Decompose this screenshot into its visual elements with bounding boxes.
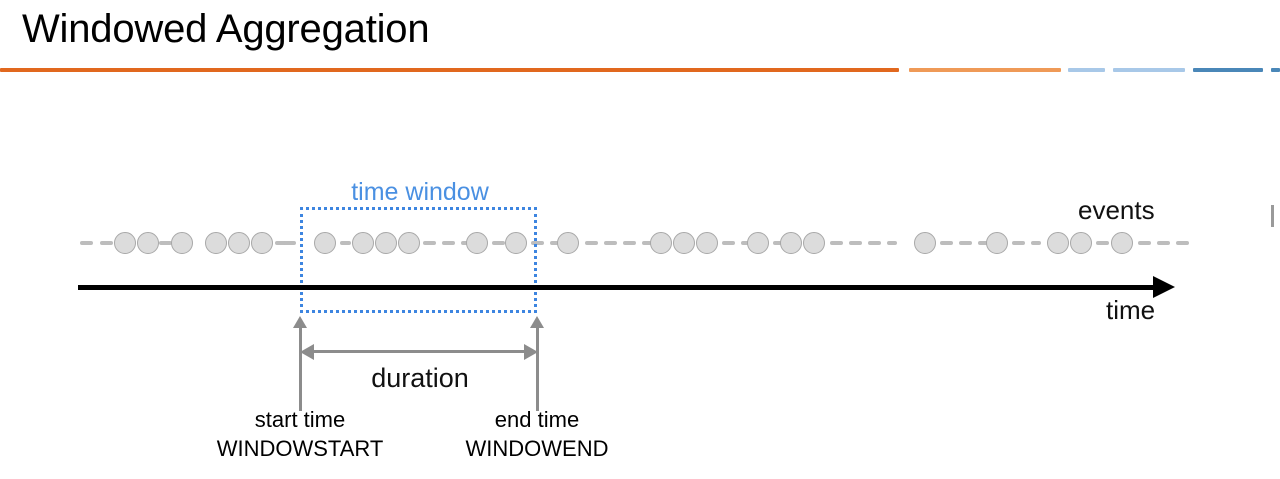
segment-orange-light	[909, 68, 1061, 72]
event-circle	[505, 232, 527, 254]
event-circle	[696, 232, 718, 254]
end-time-caption-line1: end time	[494, 407, 580, 432]
event-line-dash	[773, 241, 782, 245]
segment-blue-end	[1271, 68, 1280, 72]
end-time-caption-line2: WINDOWEND	[465, 436, 609, 462]
event-circle	[557, 232, 579, 254]
duration-arrow-line	[312, 350, 528, 353]
event-line-dash	[887, 241, 897, 245]
event-circle	[352, 232, 374, 254]
title-decorative-rule	[0, 68, 1280, 76]
event-line-dash	[531, 241, 544, 245]
event-line-dash	[461, 241, 470, 245]
event-line-dash	[159, 241, 172, 245]
event-circle	[780, 232, 802, 254]
event-line-dash	[849, 241, 862, 245]
duration-arrowhead-left-icon	[300, 344, 314, 360]
start-time-caption-line1: start time	[254, 407, 346, 432]
time-axis-label: time	[1106, 295, 1156, 325]
event-circle	[114, 232, 136, 254]
event-line-dash	[604, 241, 617, 245]
event-line-dash	[741, 241, 751, 245]
events-label: events	[1078, 195, 1155, 225]
event-circle	[1047, 232, 1069, 254]
windowed-aggregation-diagram: time window events time duration start t…	[0, 90, 1280, 479]
event-line-dash	[275, 241, 288, 245]
event-circle	[1111, 232, 1133, 254]
segment-orange-dark	[0, 68, 899, 72]
event-line-dash	[830, 241, 843, 245]
event-line-dash	[1031, 241, 1041, 245]
event-circle	[1070, 232, 1092, 254]
event-circle	[171, 232, 193, 254]
event-line-dash	[284, 241, 296, 245]
event-line-dash	[623, 241, 636, 245]
event-line-dash	[978, 241, 988, 245]
end-time-pointer-stem	[536, 327, 539, 411]
time-axis-line	[78, 285, 1163, 290]
event-circle	[803, 232, 825, 254]
event-line-dash	[80, 241, 93, 245]
event-line-dash	[1138, 241, 1151, 245]
event-circle	[314, 232, 336, 254]
event-circle	[914, 232, 936, 254]
event-circle	[673, 232, 695, 254]
duration-label: duration	[371, 363, 469, 393]
start-time-pointer-stem	[299, 327, 302, 411]
event-line-dash	[585, 241, 598, 245]
start-time-pointer-arrowhead-icon	[293, 316, 307, 328]
event-line-dash	[722, 241, 735, 245]
cropped-edge-artifact	[1271, 205, 1274, 227]
event-circle	[137, 232, 159, 254]
event-line-dash	[100, 241, 113, 245]
event-circle	[466, 232, 488, 254]
event-circle	[205, 232, 227, 254]
event-line-dash	[423, 241, 436, 245]
segment-blue-mid	[1193, 68, 1263, 72]
event-circle	[375, 232, 397, 254]
event-line-dash	[492, 241, 505, 245]
time-axis-arrowhead-icon	[1153, 276, 1175, 298]
event-circle	[228, 232, 250, 254]
event-circle	[251, 232, 273, 254]
event-circle	[747, 232, 769, 254]
event-line-dash	[940, 241, 953, 245]
event-line-dash	[550, 241, 559, 245]
event-line-dash	[340, 241, 351, 245]
segment-blue-pale-2	[1113, 68, 1185, 72]
event-line-dash	[959, 241, 972, 245]
start-time-caption-line2: WINDOWSTART	[216, 436, 384, 462]
event-circle	[986, 232, 1008, 254]
page-title: Windowed Aggregation	[22, 7, 430, 51]
duration-arrowhead-right-icon	[524, 344, 538, 360]
segment-blue-pale-1	[1068, 68, 1105, 72]
event-line-dash	[1012, 241, 1025, 245]
event-line-dash	[868, 241, 881, 245]
end-time-caption: end time WINDOWEND	[417, 405, 657, 463]
event-line-dash	[1157, 241, 1170, 245]
event-circle	[650, 232, 672, 254]
event-line-dash	[1096, 241, 1109, 245]
time-window-label: time window	[351, 178, 489, 206]
time-window-box	[300, 207, 537, 313]
event-circle	[398, 232, 420, 254]
event-line-dash	[642, 241, 652, 245]
start-time-caption: start time WINDOWSTART	[180, 405, 420, 463]
event-line-dash	[1176, 241, 1189, 245]
event-line-dash	[442, 241, 455, 245]
end-time-pointer-arrowhead-icon	[530, 316, 544, 328]
